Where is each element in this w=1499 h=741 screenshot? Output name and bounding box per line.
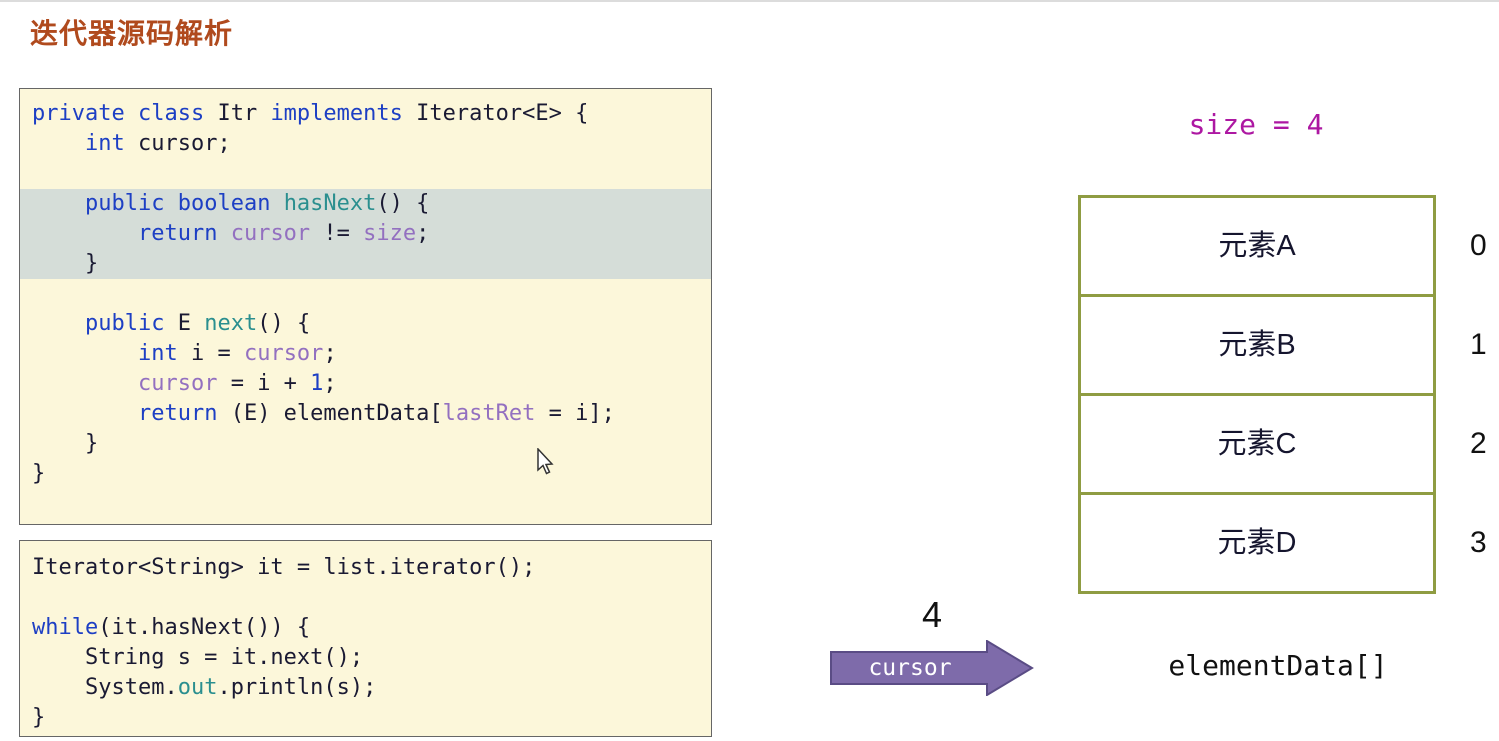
code-line: System.out.println(s); [32,675,377,700]
code-line: } [32,705,46,730]
page-title: 迭代器源码解析 [30,18,234,49]
code-block-usage: Iterator<String> it = list.iterator(); w… [19,540,712,737]
array-cell: 元素D [1081,492,1433,591]
code-block-iterator-class: private class Itr implements Iterator<E>… [19,88,712,525]
element-data-array: 元素A 元素B 元素C 元素D [1078,195,1436,594]
code-line: public boolean hasNext() { [20,189,711,219]
cursor-value: 4 [921,594,943,635]
code-line: } [32,431,99,456]
code-line: } [32,461,46,486]
right-arrow-icon [830,639,1034,697]
code-line: public E next() { [84,311,311,336]
cursor-arrow-label: cursor [868,655,952,681]
array-cell-label: 元素A [1218,230,1296,262]
array-cell-label: 元素B [1218,329,1296,361]
code-line [20,583,711,613]
code-line: int i = cursor; [137,341,337,366]
code-line [20,279,711,309]
code-line: } [20,249,711,279]
code-line: while(it.hasNext()) { [32,615,311,640]
code-line [20,159,711,189]
array-cell: 元素C [1081,393,1433,492]
array-index: 0 [1470,229,1487,262]
code-line: String s = it.next(); [32,645,364,670]
array-cell: 元素B [1081,294,1433,393]
array-cell-label: 元素C [1217,428,1297,460]
top-divider [0,0,1499,2]
array-index: 2 [1470,427,1487,460]
code-line: private class Itr implements Iterator<E>… [32,101,589,126]
cursor-arrow: cursor [830,639,1034,697]
code-line: Iterator<String> it = list.iterator(); [32,555,536,580]
element-data-label: elementData[] [1168,649,1388,682]
code-line: return (E) elementData[lastRet = i]; [137,401,615,426]
mouse-pointer-icon [536,447,556,481]
array-index: 3 [1470,526,1487,559]
array-index: 1 [1470,328,1487,361]
code-line: return cursor != size; [20,219,711,249]
size-label: size = 4 [1188,108,1324,141]
code-line: cursor = i + 1; [137,371,337,396]
code-line: int cursor; [84,131,231,156]
array-cell: 元素A [1081,198,1433,294]
array-cell-label: 元素D [1217,527,1297,559]
